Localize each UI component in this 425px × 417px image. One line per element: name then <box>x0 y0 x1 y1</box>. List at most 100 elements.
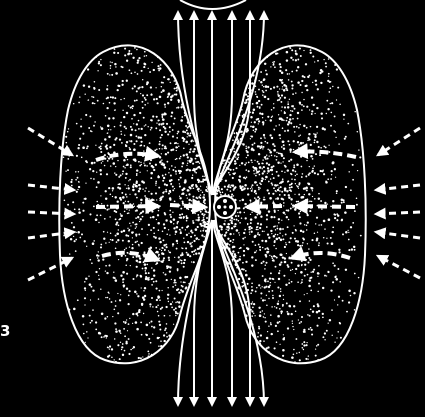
stipple-dot <box>83 333 85 335</box>
stipple-dot <box>126 319 127 320</box>
stipple-dot <box>332 200 334 202</box>
stipple-dot <box>289 99 290 100</box>
stipple-dot <box>126 287 128 289</box>
stipple-dot <box>205 255 207 257</box>
stipple-dot <box>314 172 316 174</box>
stipple-dot <box>357 131 358 132</box>
stipple-dot <box>155 306 157 308</box>
stipple-dot <box>221 46 222 47</box>
stipple-dot <box>203 327 205 329</box>
stipple-dot <box>276 86 278 88</box>
stipple-dot <box>334 217 336 219</box>
stipple-dot <box>253 126 255 128</box>
stipple-dot <box>111 62 112 63</box>
stipple-dot <box>235 314 237 316</box>
stipple-dot <box>336 213 338 215</box>
stipple-dot <box>170 220 172 222</box>
stipple-dot <box>327 271 329 273</box>
stipple-dot <box>135 321 138 324</box>
stipple-dot <box>274 225 276 227</box>
stipple-dot <box>120 274 122 276</box>
stipple-dot <box>206 98 208 100</box>
stipple-dot <box>169 315 170 316</box>
stipple-dot <box>214 94 216 96</box>
stipple-dot <box>272 174 274 176</box>
stipple-dot <box>274 282 275 283</box>
stipple-dot <box>115 248 117 250</box>
stipple-dot <box>158 345 160 347</box>
stipple-dot <box>218 62 219 63</box>
stipple-dot <box>286 190 288 192</box>
stipple-dot <box>348 239 350 241</box>
stipple-dot <box>173 356 175 358</box>
stipple-dot <box>190 361 192 363</box>
stipple-dot <box>277 189 279 191</box>
stipple-dot <box>115 66 116 67</box>
stipple-dot <box>147 212 149 214</box>
stipple-dot <box>279 344 280 345</box>
stipple-dot <box>109 348 110 349</box>
stipple-dot <box>141 141 143 143</box>
stipple-dot <box>169 210 171 212</box>
stipple-dot <box>354 111 355 112</box>
stipple-dot <box>187 60 188 61</box>
stipple-dot <box>357 170 358 171</box>
stipple-dot <box>183 95 185 97</box>
stipple-dot <box>196 42 197 43</box>
stipple-dot <box>335 137 336 138</box>
stipple-dot <box>146 324 149 327</box>
stipple-dot <box>300 211 302 213</box>
stipple-dot <box>258 244 260 246</box>
stipple-dot <box>199 309 201 311</box>
stipple-dot <box>79 96 80 97</box>
stipple-dot <box>221 65 223 67</box>
stipple-dot <box>206 249 208 251</box>
stipple-dot <box>172 364 174 366</box>
stipple-dot <box>204 137 206 139</box>
stipple-dot <box>257 223 259 225</box>
stipple-dot <box>253 170 255 172</box>
stipple-dot <box>178 301 180 303</box>
stipple-dot <box>256 184 258 186</box>
stipple-dot <box>218 260 220 262</box>
stipple-dot <box>250 292 252 294</box>
stipple-dot <box>240 56 242 58</box>
stipple-dot <box>273 255 275 257</box>
stipple-dot <box>325 146 327 148</box>
stipple-dot <box>266 162 268 164</box>
stipple-dot <box>208 131 211 134</box>
stipple-dot <box>162 239 164 241</box>
stipple-dot <box>216 279 218 281</box>
stipple-dot <box>136 241 137 242</box>
stipple-dot <box>105 265 107 267</box>
stipple-dot <box>260 210 261 211</box>
stipple-dot <box>318 197 320 199</box>
stipple-dot <box>119 124 121 126</box>
stipple-dot <box>168 259 170 261</box>
stipple-dot <box>307 214 309 216</box>
stipple-dot <box>217 55 220 58</box>
stipple-dot <box>291 84 293 86</box>
stipple-dot <box>137 59 139 61</box>
stipple-dot <box>251 286 253 288</box>
stipple-dot <box>297 201 299 203</box>
stipple-dot <box>141 304 143 306</box>
stipple-dot <box>237 212 238 213</box>
stipple-dot <box>237 207 239 209</box>
stipple-dot <box>131 118 133 120</box>
stipple-dot <box>129 209 130 210</box>
stipple-dot <box>258 153 260 155</box>
stipple-dot <box>77 177 79 179</box>
stipple-dot <box>330 81 332 83</box>
stipple-dot <box>185 51 186 52</box>
stipple-dot <box>278 210 279 211</box>
stipple-dot <box>271 43 274 46</box>
stipple-dot <box>128 105 130 107</box>
stipple-dot <box>337 268 339 270</box>
stipple-dot <box>336 193 338 195</box>
stipple-dot <box>220 194 222 196</box>
stipple-dot <box>213 172 216 175</box>
stipple-dot <box>310 49 312 51</box>
stipple-dot <box>304 194 305 195</box>
stipple-dot <box>111 239 113 241</box>
